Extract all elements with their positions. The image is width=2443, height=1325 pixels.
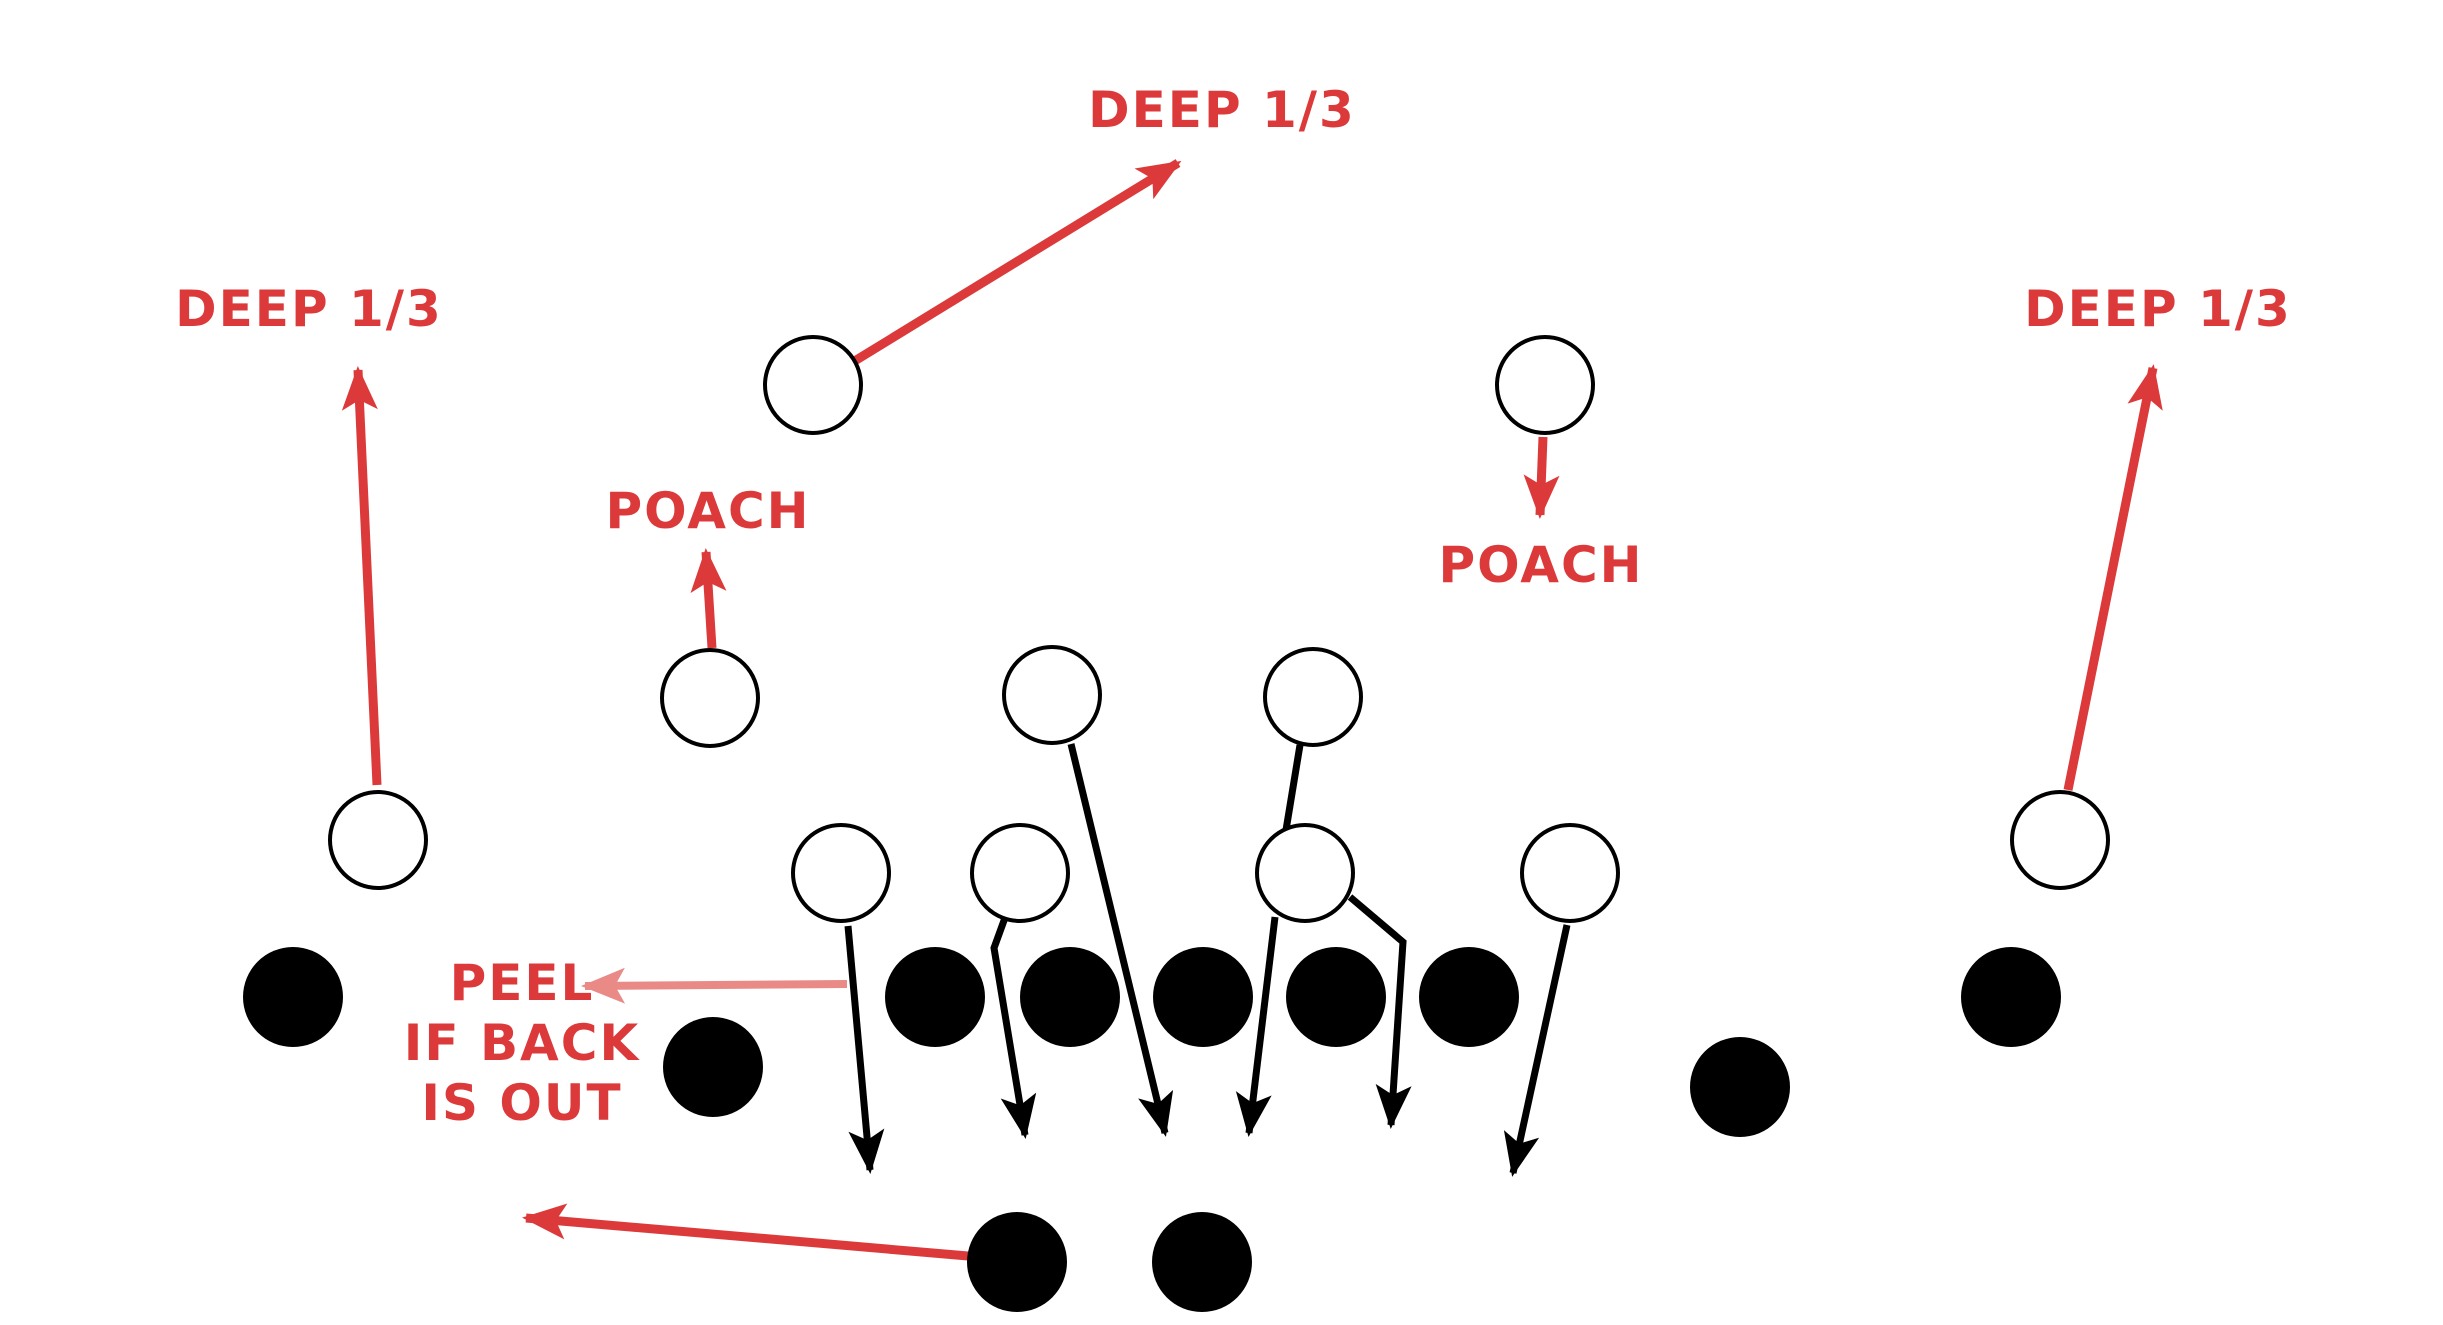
defender-left-tackle bbox=[970, 823, 1070, 923]
offense-left-receiver bbox=[243, 947, 343, 1047]
rush-route-right-end bbox=[1503, 924, 1571, 1177]
label-peel-line1: PEEL bbox=[450, 954, 595, 1012]
rush-route-right-tackle-stunt bbox=[1347, 894, 1412, 1129]
rush-route-left-tackle bbox=[990, 913, 1037, 1139]
poach-route-left bbox=[690, 548, 727, 649]
label-deep-third-top: DEEP 1/3 bbox=[1088, 81, 1356, 139]
label-poach-right: POACH bbox=[1438, 536, 1643, 594]
peel-route bbox=[581, 967, 848, 1004]
defender-right-backer bbox=[1263, 647, 1363, 747]
defender-top-safety bbox=[763, 335, 863, 435]
offense-right-wing bbox=[1690, 1037, 1790, 1137]
deep-third-route-right bbox=[2063, 364, 2163, 791]
offense-right-guard bbox=[1286, 947, 1386, 1047]
rush-route-left-end bbox=[844, 925, 885, 1174]
offense-quarterback bbox=[967, 1212, 1067, 1312]
rush-route-right-tackle bbox=[1235, 916, 1279, 1137]
rush-route-left-backer bbox=[1067, 743, 1174, 1137]
offense bbox=[243, 947, 2061, 1312]
label-deep-third-left: DEEP 1/3 bbox=[175, 280, 443, 338]
offense-slot-back bbox=[663, 1017, 763, 1117]
label-peel-line2: IF BACK bbox=[404, 1014, 641, 1072]
poach-route-right bbox=[1523, 436, 1560, 519]
offense-right-receiver bbox=[1961, 947, 2061, 1047]
label-poach-left: POACH bbox=[605, 482, 810, 540]
offense-right-tackle bbox=[1419, 947, 1519, 1047]
defender-right-end bbox=[1520, 823, 1620, 923]
offense-left-guard bbox=[1020, 947, 1120, 1047]
defender-left-poach bbox=[660, 648, 760, 748]
quarterback-route bbox=[522, 1203, 969, 1261]
defender-right-corner bbox=[2010, 790, 2110, 890]
deep-third-route-left bbox=[341, 366, 382, 786]
label-peel-line3: IS OUT bbox=[421, 1074, 622, 1132]
offense-left-tackle bbox=[885, 947, 985, 1047]
rush-route-right-backer bbox=[1282, 744, 1304, 831]
label-deep-third-right: DEEP 1/3 bbox=[2024, 280, 2292, 338]
offense-center bbox=[1153, 947, 1253, 1047]
defender-left-corner bbox=[328, 790, 428, 890]
defender-right-safety bbox=[1495, 335, 1595, 435]
defender-left-end bbox=[791, 823, 891, 923]
defense bbox=[328, 335, 2110, 923]
defender-left-backer bbox=[1002, 645, 1102, 745]
offense-running-back bbox=[1152, 1212, 1252, 1312]
deep-third-route-top bbox=[850, 159, 1182, 366]
defender-right-tackle bbox=[1255, 823, 1355, 923]
